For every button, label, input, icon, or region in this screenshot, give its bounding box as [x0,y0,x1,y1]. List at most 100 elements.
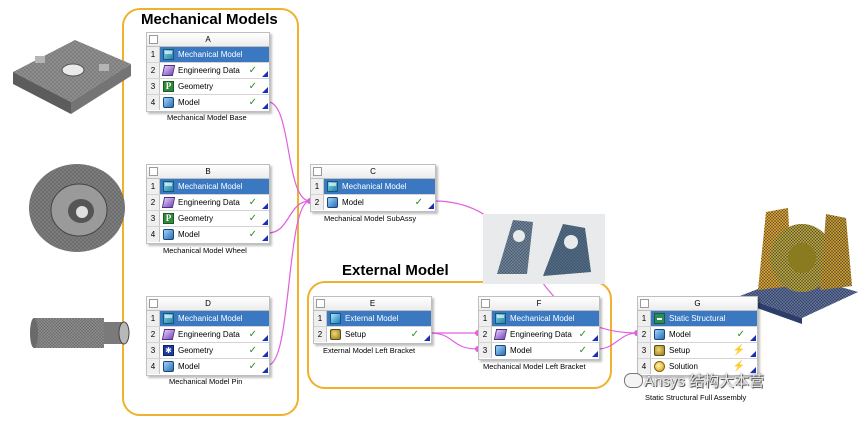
corner-marker-icon [262,219,268,225]
system-g-static-structural-full-assembly[interactable]: G 1 Static Structural 2 Model✓ 3 Setup⚡ … [637,296,758,376]
check-icon: ✓ [248,329,257,340]
row-label: Model [178,98,200,107]
system-g-column-letter: G [694,299,701,308]
system-e-external-model-left-bracket[interactable]: E 1 External Model 2 Setup✓ [313,296,432,344]
corner-marker-icon [262,367,268,373]
collapse-toggle[interactable] [149,299,158,308]
row-label: Model [342,198,364,207]
system-d-caption[interactable]: Mechanical Model Pin [169,377,243,386]
row-number: 3 [147,343,160,358]
system-g-caption[interactable]: Static Structural Full Assembly [645,393,747,402]
system-f-caption[interactable]: Mechanical Model Left Bracket [483,362,586,371]
engineering-data-icon [161,197,176,208]
check-icon: ✓ [248,81,257,92]
solution-icon [654,361,665,372]
collapse-toggle[interactable] [316,299,325,308]
row-label: Geometry [178,82,214,91]
check-icon: ✓ [248,65,257,76]
corner-marker-icon [592,335,598,341]
system-b-column-letter: B [205,167,211,176]
external-model-group [307,281,612,389]
system-f-mechanical-model-left-bracket[interactable]: F 1 Mechanical Model 2 Engineering Data✓… [478,296,600,360]
row-number: 3 [147,79,160,94]
system-a-row-4[interactable]: 4 Model✓ [147,95,269,111]
link-a-to-c [267,101,311,202]
check-icon: ✓ [248,197,257,208]
row-number: 1 [638,311,651,326]
system-d-row-1[interactable]: 1 Mechanical Model [147,311,269,327]
system-f-row-1[interactable]: 1 Mechanical Model [479,311,599,327]
update-required-icon: ⚡ [732,345,745,356]
system-b-row-4[interactable]: 4 Model✓ [147,227,269,243]
system-d-row-3[interactable]: 3 ✱Geometry✓ [147,343,269,359]
row-label: Engineering Data [510,330,572,339]
collapse-toggle[interactable] [313,167,322,176]
collapse-toggle[interactable] [481,299,490,308]
system-g-row-3[interactable]: 3 Setup⚡ [638,343,757,359]
system-f-row-3[interactable]: 3 Model✓ [479,343,599,359]
mechanical-models-title: Mechanical Models [137,11,282,28]
check-icon: ✓ [410,329,419,340]
row-number: 2 [147,327,160,342]
watermark: Ansys 结构大本营 [644,373,765,390]
system-g-row-4[interactable]: 4 Solution⚡ [638,359,757,375]
system-e-caption[interactable]: External Model Left Bracket [323,346,416,355]
wheel-thumbnail [29,164,125,252]
system-e-column-letter: E [369,299,376,308]
row-number: 2 [147,63,160,78]
check-icon: ✓ [248,229,257,240]
system-c-row-1[interactable]: 1 Mechanical Model [311,179,435,195]
system-b-row-1[interactable]: 1 Mechanical Model [147,179,269,195]
corner-marker-icon [750,367,756,373]
system-f-row-2[interactable]: 2 Engineering Data✓ [479,327,599,343]
row-label: Mechanical Model [510,314,575,323]
system-a-header: A [147,33,269,47]
system-g-row-2[interactable]: 2 Model✓ [638,327,757,343]
system-d-mechanical-model-pin[interactable]: D 1 Mechanical Model 2 Engineering Data✓… [146,296,270,376]
system-e-header: E [314,297,431,311]
model-icon [163,361,174,372]
link-e-to-f-model [429,332,479,350]
system-b-mechanical-model-wheel[interactable]: B 1 Mechanical Model 2 Engineering Data✓… [146,164,270,244]
system-e-row-2[interactable]: 2 Setup✓ [314,327,431,343]
corner-marker-icon [262,203,268,209]
system-b-row-2[interactable]: 2 Engineering Data✓ [147,195,269,211]
system-a-row-2[interactable]: 2 Engineering Data✓ [147,63,269,79]
collapse-toggle[interactable] [149,35,158,44]
row-label: Engineering Data [178,330,240,339]
system-c-header: C [311,165,435,179]
model-icon [654,329,665,340]
geometry-icon: P [163,213,174,224]
row-label: Model [178,362,200,371]
system-icon [495,313,506,324]
system-b-caption[interactable]: Mechanical Model Wheel [163,246,247,255]
collapse-toggle[interactable] [640,299,649,308]
system-a-mechanical-model-base[interactable]: A 1 Mechanical Model 2 Engineering Data✓… [146,32,270,112]
corner-marker-icon [262,103,268,109]
system-a-caption[interactable]: Mechanical Model Base [167,113,247,122]
system-d-row-4[interactable]: 4 Model✓ [147,359,269,375]
row-number: 1 [147,179,160,194]
external-model-icon [330,313,341,324]
engineering-data-icon [161,329,176,340]
system-d-row-2[interactable]: 2 Engineering Data ✓ [147,327,269,343]
check-icon: ✓ [414,197,423,208]
check-icon: ✓ [248,361,257,372]
system-e-row-1[interactable]: 1 External Model [314,311,431,327]
collapse-toggle[interactable] [149,167,158,176]
row-number: 1 [314,311,327,326]
system-g-row-1[interactable]: 1 Static Structural [638,311,757,327]
model-icon [327,197,338,208]
row-label: Geometry [178,214,214,223]
system-c-caption[interactable]: Mechanical Model SubAssy [324,214,417,223]
check-icon: ✓ [248,345,257,356]
row-label: Solution [669,362,698,371]
corner-marker-icon [750,335,756,341]
system-c-row-2[interactable]: 2 Model✓ [311,195,435,211]
row-label: Mechanical Model [178,182,243,191]
system-c-mechanical-model-subassy[interactable]: C 1 Mechanical Model 2 Model✓ [310,164,436,212]
system-f-column-letter: F [536,299,542,308]
system-a-row-1[interactable]: 1 Mechanical Model [147,47,269,63]
